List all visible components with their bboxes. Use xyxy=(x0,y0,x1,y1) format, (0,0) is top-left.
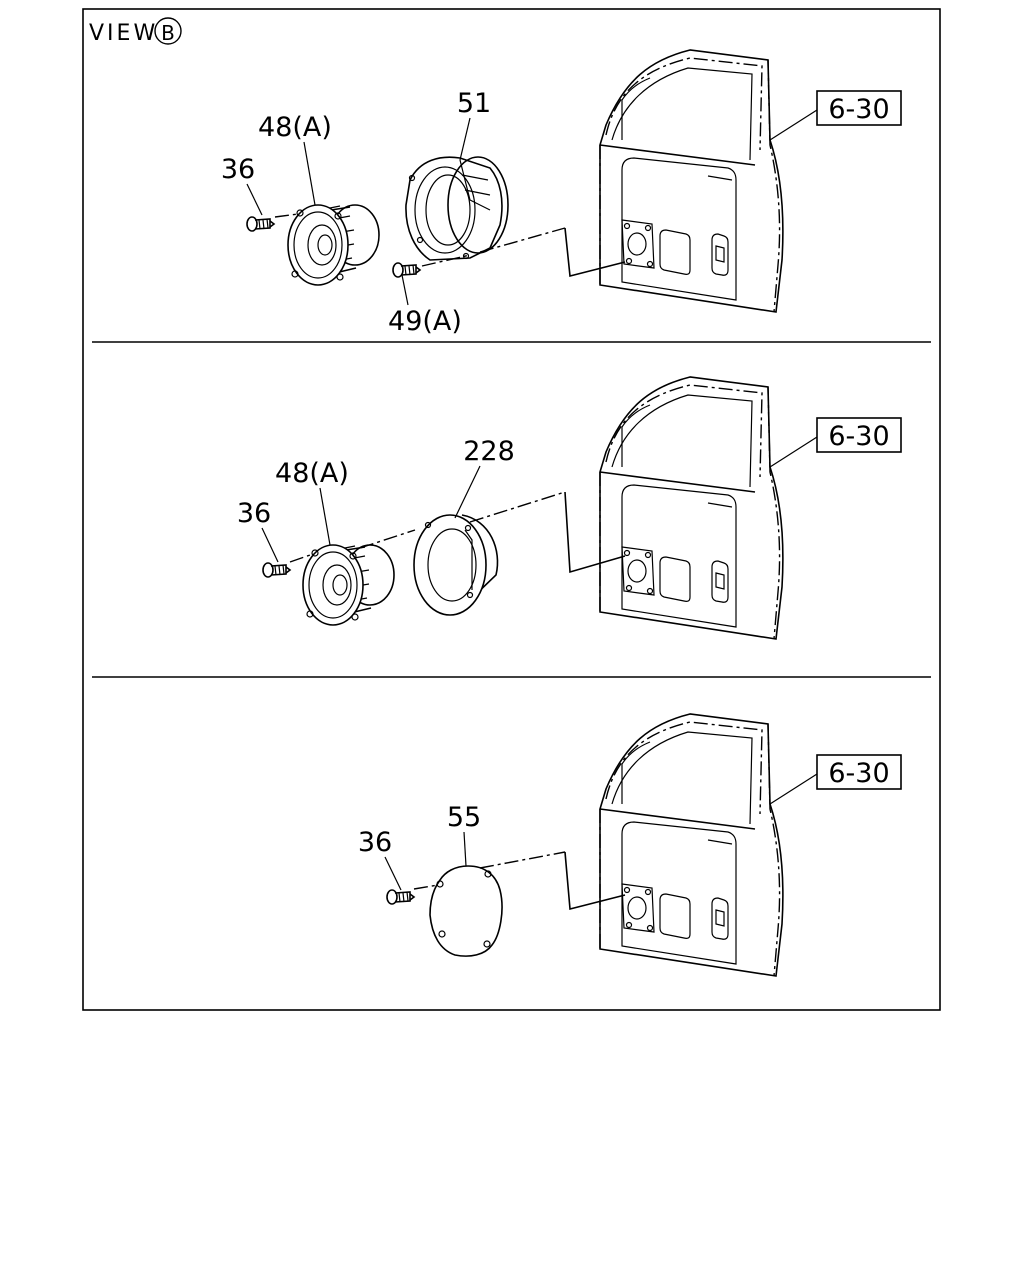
adapter-228 xyxy=(413,514,499,616)
panel-top: 6-30 36 48(A) 51 49(A) xyxy=(221,49,902,337)
label-speaker: 48(A) xyxy=(258,112,332,143)
svg-text:VIEW: VIEW xyxy=(89,21,158,46)
ref-label: 6-30 xyxy=(828,94,889,125)
label-screw: 36 xyxy=(358,827,392,858)
cover-55 xyxy=(429,865,503,957)
label-cover: 55 xyxy=(447,802,481,833)
label-adapter: 228 xyxy=(463,436,515,467)
ref-box xyxy=(816,417,902,453)
label-screw: 36 xyxy=(237,498,271,529)
label-screw2: 49(A) xyxy=(388,306,462,337)
view-label: VIEW B xyxy=(89,17,182,46)
ref-box xyxy=(816,754,902,790)
label-screw: 36 xyxy=(221,154,255,185)
ref-label: 6-30 xyxy=(828,758,889,789)
diagram-border xyxy=(82,8,941,1011)
svg-text:B: B xyxy=(161,21,175,45)
panel-bottom: 6-30 36 55 xyxy=(358,713,902,977)
adapter-51 xyxy=(405,156,509,261)
label-adapter: 51 xyxy=(457,88,491,119)
label-speaker: 48(A) xyxy=(275,458,349,489)
ref-label: 6-30 xyxy=(828,421,889,452)
panel-middle: 6-30 36 48(A) 228 xyxy=(237,376,902,640)
ref-box xyxy=(816,90,902,126)
